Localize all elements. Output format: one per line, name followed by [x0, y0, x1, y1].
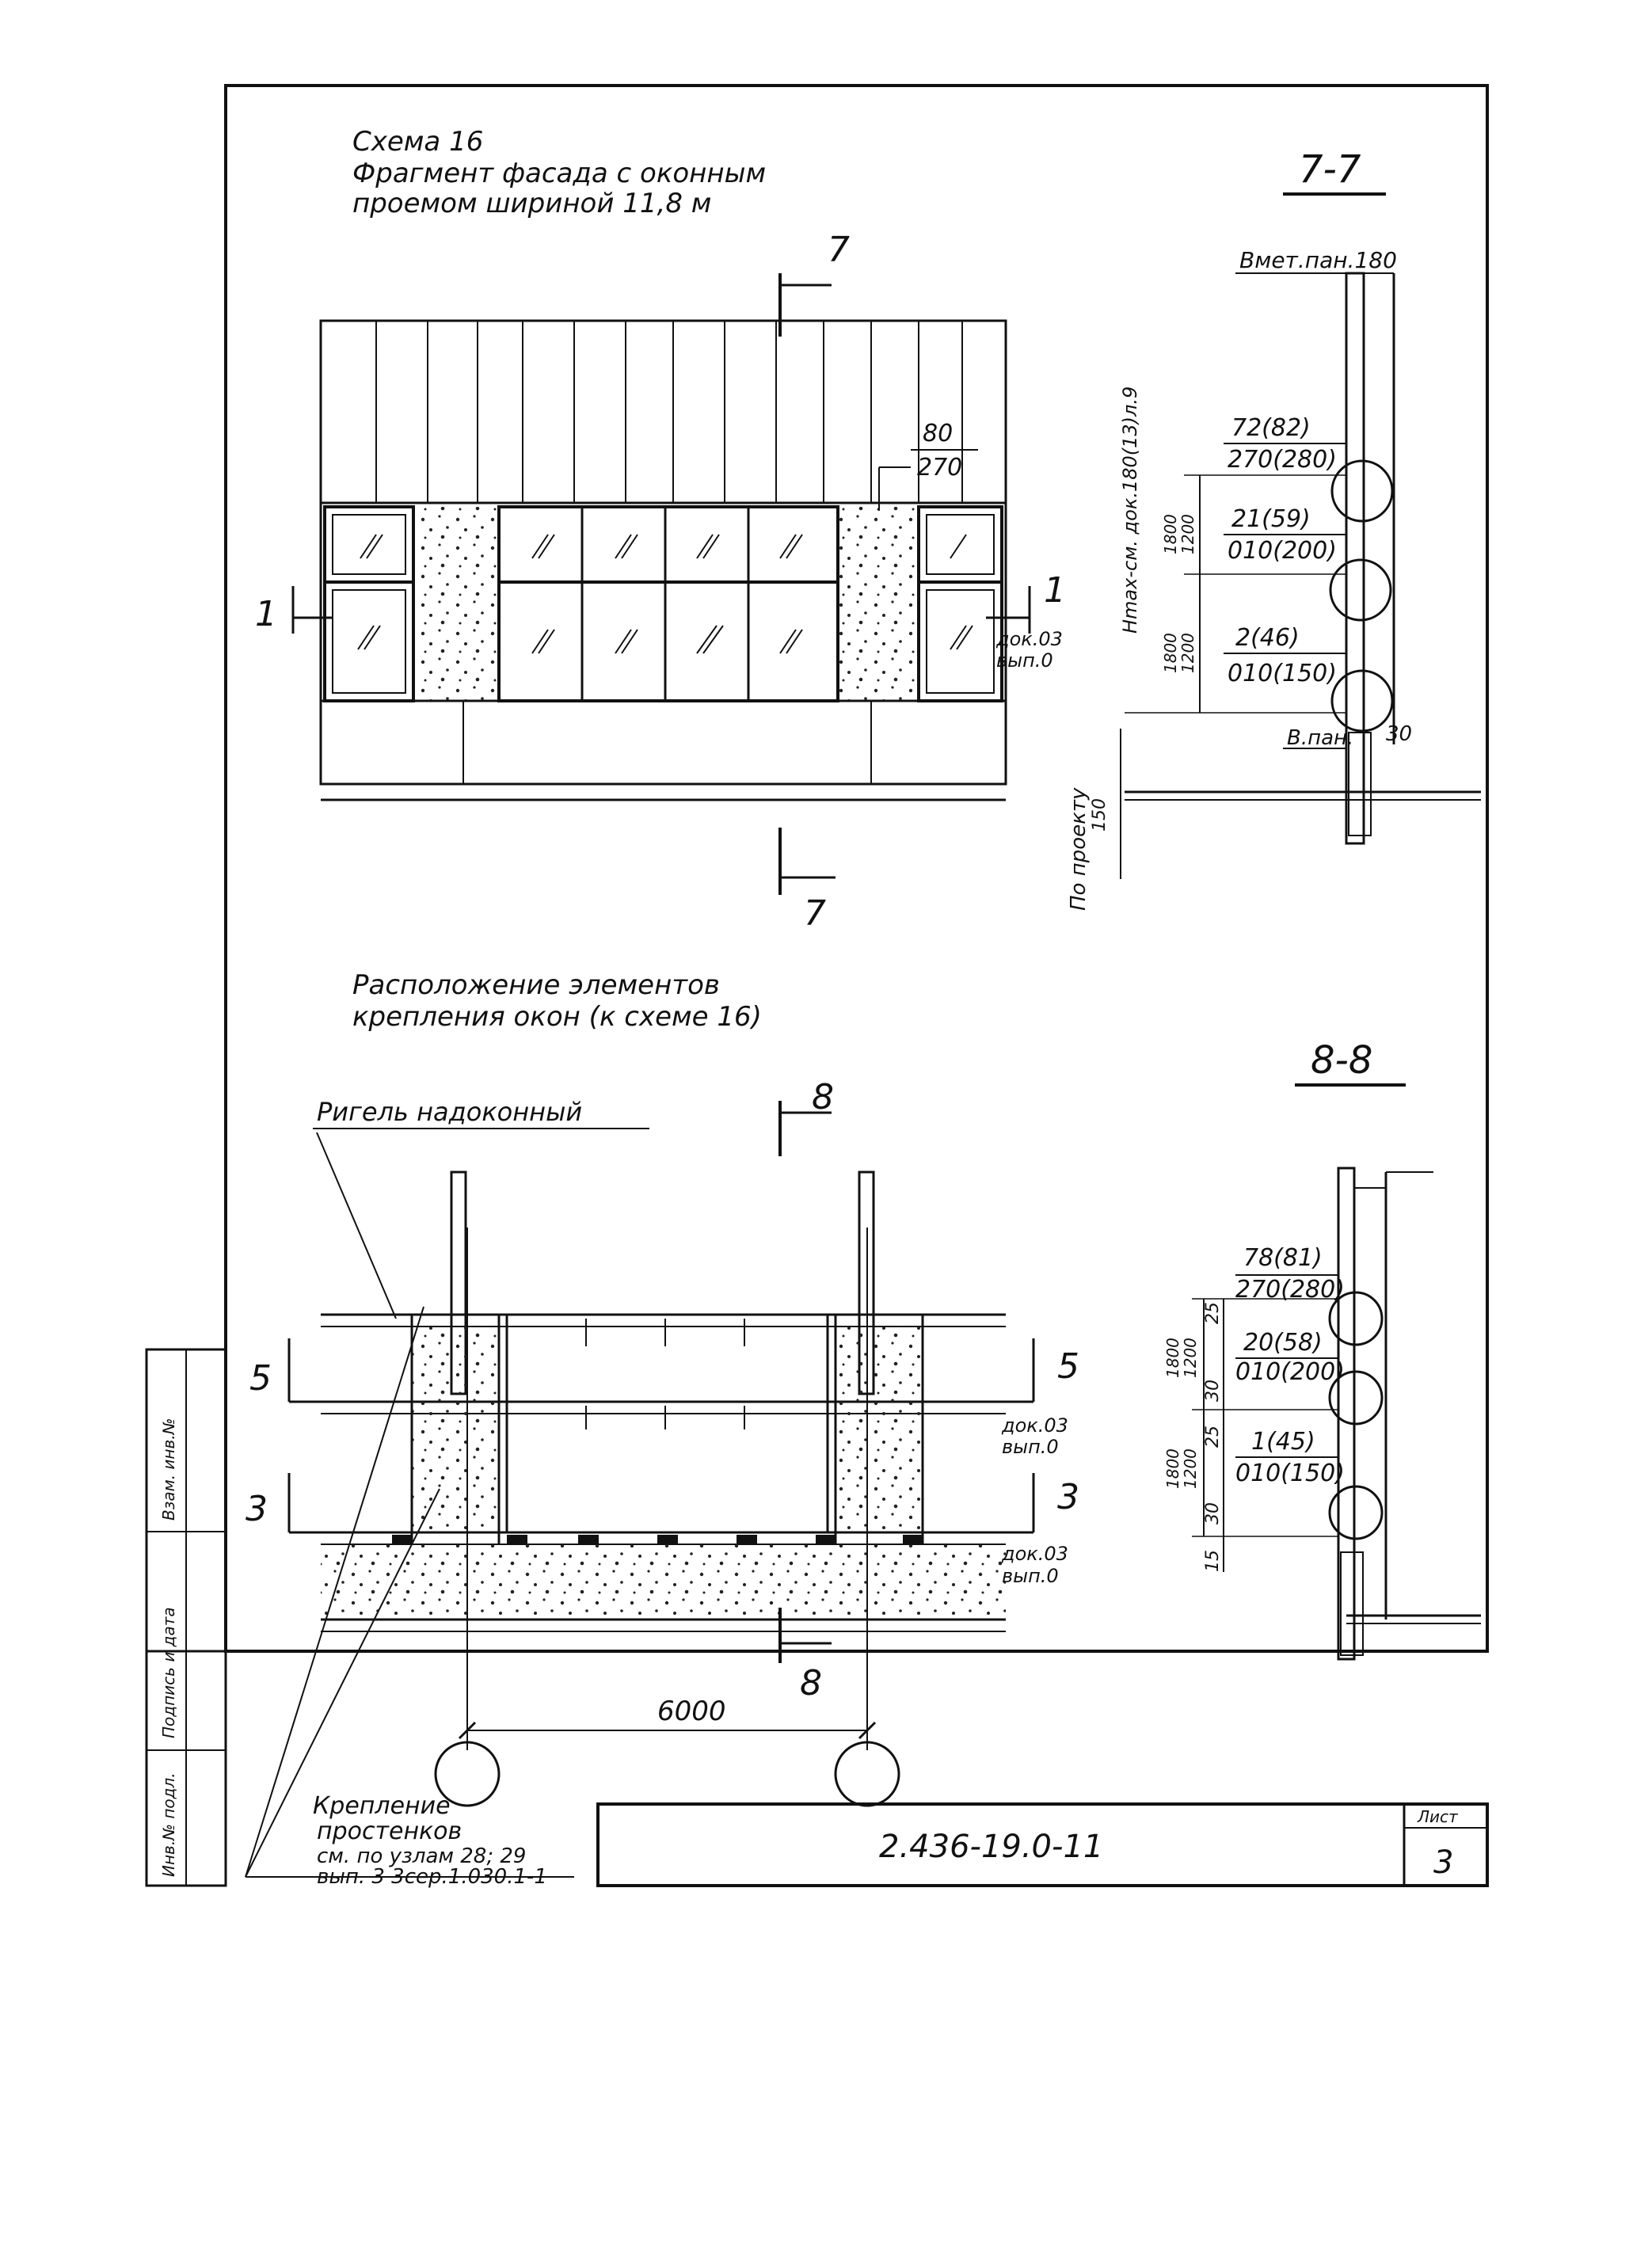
fastening-note-1: Крепление: [313, 1792, 451, 1820]
facade-mark-right: 1: [1044, 570, 1066, 611]
section-8-dim-right-5: 15: [1203, 1550, 1223, 1572]
facade-cut-mark-top: 7: [828, 230, 850, 270]
section-8-dim-left-4: 1200: [1181, 1448, 1200, 1489]
layout-doc-ref-3-2: вып.0: [1002, 1565, 1059, 1587]
section-8-node3-top: 1(45): [1251, 1428, 1315, 1456]
layout-mark-5-right: 5: [1057, 1346, 1079, 1387]
layout-mark-8-top: 8: [812, 1077, 834, 1117]
scheme-title-line2: Фрагмент фасада с оконным: [352, 158, 766, 189]
axis-marker-left: [434, 1741, 501, 1807]
layout-doc-ref-5-1: док.03: [1001, 1414, 1068, 1437]
sheet-label: Лист: [1417, 1807, 1459, 1826]
scheme-title-line3: проемом шириной 11,8 м: [352, 188, 711, 219]
section-8-dim-right-1: 25: [1203, 1302, 1223, 1324]
section-8-node2-top: 20(58): [1243, 1329, 1323, 1357]
layout-title-line2: крепления окон (к схеме 16): [352, 1001, 762, 1033]
fastening-note-2: простенков: [317, 1818, 462, 1845]
layout-plan: Ригель надоконный: [245, 1077, 1079, 1889]
section-8-dim-left-1: 1800: [1163, 1338, 1182, 1378]
section-8-node1-top: 78(81): [1243, 1244, 1323, 1272]
facade-node-top: 80: [923, 420, 953, 447]
section-7-label: 7-7: [1299, 147, 1361, 192]
scheme-title-line1: Схема 16: [352, 126, 483, 158]
fastening-note-4: вып. 3 3сер.1.030.1-1: [317, 1865, 547, 1889]
section-7-foundation-note: По проекту: [1067, 787, 1091, 911]
side-field-sign: Подпись и дата: [159, 1607, 178, 1738]
sheet-frame: [224, 84, 1489, 1653]
section-8-dim-left-2: 1200: [1181, 1338, 1200, 1378]
side-stamp: Инв.№ подл. Подпись и дата Взам. инв.№: [145, 1348, 227, 1887]
layout-title-line1: Расположение элементов: [352, 969, 720, 1001]
section-8-node3-bottom: 010(150): [1235, 1460, 1345, 1487]
axis-marker-right: [834, 1741, 900, 1807]
section-7-node-circle-3: [1330, 669, 1394, 733]
section-7-node2-top: 21(59): [1231, 505, 1311, 533]
facade-node-bottom: 270: [917, 454, 962, 482]
section-7-node-circle-2: [1329, 558, 1392, 622]
layout-title: Расположение элементов крепления окон (к…: [352, 969, 762, 1033]
layout-span: 6000: [657, 1696, 726, 1727]
drawing-code: 2.436-19.0-11: [879, 1829, 1103, 1865]
section-8-dim-left-3: 1800: [1163, 1448, 1182, 1489]
facade-doc-ref-1: док.03: [995, 628, 1063, 650]
section-8-node-circle-2: [1328, 1370, 1384, 1425]
section-8-dim-right-4: 30: [1203, 1502, 1223, 1524]
section-7-node1-top: 72(82): [1231, 414, 1311, 442]
section-7-panel-bottom: В.пан.: [1287, 726, 1353, 750]
rigel-label: Ригель надоконный: [317, 1097, 582, 1127]
section-7-node-circle-1: [1330, 459, 1394, 523]
section-7-foundation-dim: 150: [1090, 798, 1110, 832]
section-8-8: 8-8 78(81) 270(280) 20(58) 010(200) 1(45…: [1163, 1038, 1481, 1661]
side-field-inv: Инв.№ подл.: [159, 1772, 178, 1877]
layout-doc-ref-5-2: вып.0: [1002, 1436, 1059, 1458]
fastening-note-3: см. по узлам 28; 29: [317, 1844, 526, 1868]
side-field-replace: Взам. инв.№: [159, 1418, 178, 1521]
section-7-node3-bottom: 010(150): [1228, 660, 1337, 687]
layout-mark-8-bottom: 8: [800, 1663, 822, 1703]
section-7-top-elev: Вмет.пан.180: [1239, 247, 1397, 273]
section-7-dim-30: 30: [1386, 722, 1412, 746]
section-8-dim-right-3: 25: [1203, 1425, 1223, 1448]
section-8-label: 8-8: [1311, 1038, 1372, 1083]
layout-mark-3-left: 3: [246, 1489, 268, 1529]
section-8-node-circle-3: [1328, 1485, 1384, 1540]
section-7-hmax-note: Hmax-см. док.180(13)л.9: [1119, 386, 1141, 634]
section-7-dim-4: 1200: [1178, 633, 1197, 673]
facade-mark-left: 1: [255, 594, 277, 634]
layout-doc-ref-3-1: док.03: [1001, 1543, 1068, 1565]
section-7-node1-bottom: 270(280): [1228, 446, 1337, 474]
section-8-dim-right-2: 30: [1203, 1380, 1223, 1402]
title-block: 2.436-19.0-11 Лист 3: [596, 1802, 1489, 1887]
facade-doc-ref-2: вып.0: [996, 649, 1053, 672]
facade-elevation: 80 270 1 1 док.03 вып.0 7 7: [255, 230, 1066, 934]
section-7-dim-1: 1800: [1161, 514, 1180, 554]
section-8-node-circle-1: [1328, 1291, 1384, 1346]
sheet-number: 3: [1433, 1844, 1453, 1881]
layout-mark-5-left: 5: [249, 1358, 272, 1399]
section-7-7: 7-7 Вмет.пан.180 72(82) 270(280) 21(59) …: [1067, 147, 1481, 911]
section-7-dim-3: 1800: [1161, 633, 1180, 673]
section-7-node2-bottom: 010(200): [1228, 537, 1337, 565]
facade-cut-mark-bottom: 7: [804, 893, 826, 934]
section-7-node3-top: 2(46): [1235, 624, 1300, 652]
layout-mark-3-right: 3: [1057, 1477, 1079, 1517]
section-7-dim-2: 1200: [1178, 514, 1197, 554]
scheme-title: Схема 16 Фрагмент фасада с оконным проем…: [352, 126, 766, 219]
section-8-node2-bottom: 010(200): [1235, 1358, 1345, 1386]
